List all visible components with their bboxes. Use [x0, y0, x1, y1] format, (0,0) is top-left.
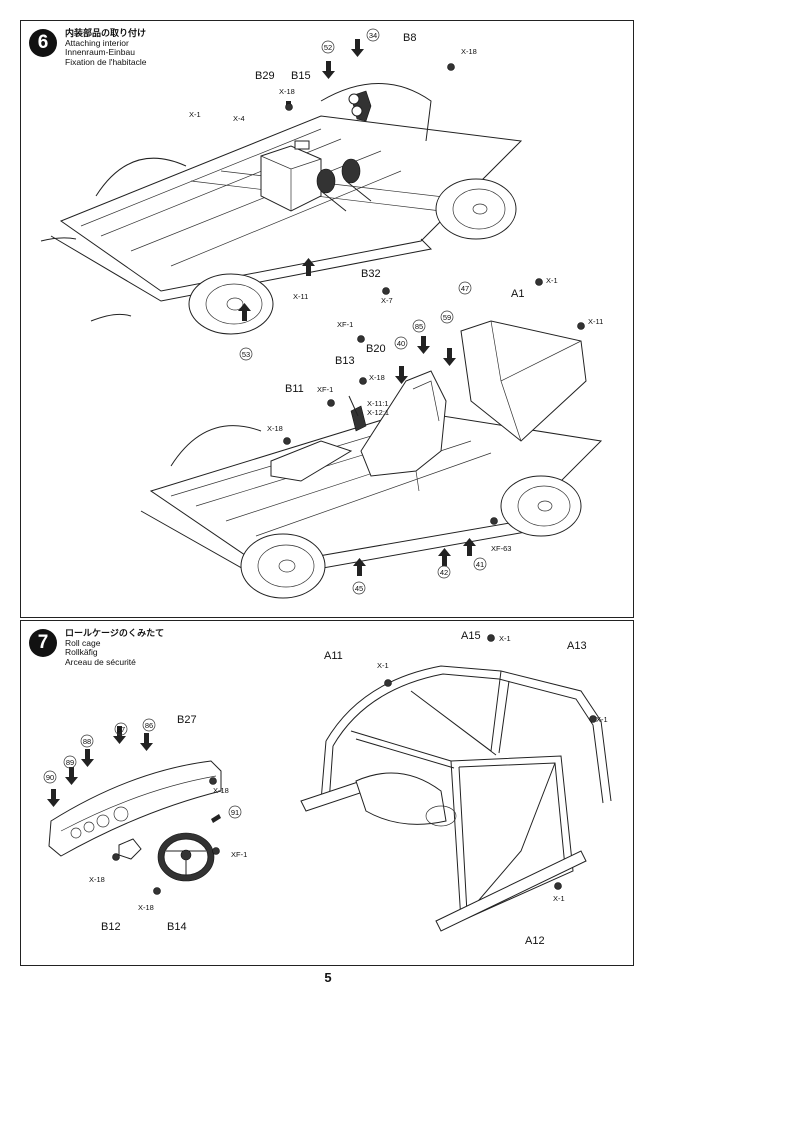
circled-59: 59	[443, 313, 451, 322]
label-B27: B27	[177, 714, 197, 726]
page-number: 5	[324, 970, 332, 985]
label-A12: A12	[525, 935, 545, 947]
label-X-18-upper: X-18	[279, 87, 295, 96]
step-6-diagram: B29 B15 B8 B32 A1 X-1 X-4 X-18 X-18 X-11…	[40, 28, 603, 599]
label-XF-1: XF-1	[231, 850, 247, 859]
lower-arrows	[283, 335, 498, 576]
label-X-11-1: X-11:1	[367, 399, 389, 408]
step-7-diagram: A11 A15 A13 A12 B27 B12 B14 X-1 X-1 X-1 …	[43, 630, 612, 947]
label-B11: B11	[285, 383, 304, 395]
circled-45: 45	[355, 584, 363, 593]
step-6-title-de: Innenraum-Einbau	[65, 47, 135, 57]
label-X-1-a1: X-1	[546, 276, 558, 285]
label-A13: A13	[567, 640, 587, 652]
label-B12: B12	[101, 921, 121, 933]
label-X-1-a11: X-1	[377, 661, 389, 670]
label-B13: B13	[335, 355, 355, 367]
label-X-18-b11: X-18	[267, 424, 283, 433]
roll-cage-drawing	[300, 665, 612, 932]
circled-91: 91	[231, 808, 239, 817]
step-7-title-de: Rollkäfig	[65, 647, 98, 657]
lower-chassis-drawing	[140, 320, 603, 599]
upper-arrows	[238, 39, 585, 330]
label-X-18-b14: X-18	[138, 903, 154, 912]
circled-42: 42	[440, 568, 448, 577]
step-6-title-jp: 内装部品の取り付け	[65, 28, 147, 38]
circled-89: 89	[66, 758, 74, 767]
step-7-circled-numbers: 87 86 88 89 90 91	[43, 718, 242, 819]
circled-87: 87	[117, 725, 125, 734]
circled-85: 85	[415, 322, 423, 331]
label-A1: A1	[511, 288, 524, 300]
label-X-12-1: X-12:1	[367, 408, 389, 417]
step-7-title-en: Roll cage	[65, 637, 101, 648]
step-6-title-en: Attaching interior	[65, 37, 129, 48]
upper-chassis-drawing	[40, 83, 523, 335]
label-B29: B29	[255, 70, 275, 82]
dashboard-drawing	[48, 760, 222, 882]
label-B14: B14	[167, 921, 187, 933]
step-7-titles: ロールケージのくみたて Roll cage Rollkäfig Arceau d…	[65, 628, 165, 667]
circled-86: 86	[145, 721, 153, 730]
label-X-1-upper: X-1	[189, 110, 201, 119]
circled-40: 40	[397, 339, 405, 348]
label-X-4: X-4	[233, 114, 245, 123]
label-X-11-a1: X-11	[588, 317, 603, 326]
circled-52: 52	[324, 43, 332, 52]
label-B15: B15	[291, 70, 311, 82]
label-B8: B8	[403, 32, 416, 44]
step-7-arrows	[47, 634, 597, 895]
circled-47: 47	[461, 284, 469, 293]
label-XF-63: XF-63	[491, 544, 511, 553]
label-X-18-b12: X-18	[89, 875, 105, 884]
label-B32: B32	[361, 268, 381, 280]
circled-88: 88	[83, 737, 91, 746]
label-XF-1-b11: XF-1	[317, 385, 333, 394]
circled-53: 53	[242, 350, 250, 359]
label-X-1-a15: X-1	[499, 634, 511, 643]
label-X-1-a13: X-1	[596, 715, 608, 724]
step-6-badge: 6	[29, 29, 57, 57]
label-A15: A15	[461, 630, 481, 642]
step-7-badge: 7	[29, 629, 57, 657]
circled-41: 41	[476, 560, 484, 569]
label-X-7: X-7	[381, 296, 393, 305]
label-X-1-a12: X-1	[553, 894, 565, 903]
step-6-title-fr: Fixation de l'habitacle	[65, 56, 147, 67]
upper-circled-numbers: 52 34 53 47	[239, 28, 472, 361]
label-X-18-seat: X-18	[369, 373, 385, 382]
step-6-titles: 内装部品の取り付け Attaching interior Innenraum-E…	[65, 28, 147, 67]
label-XF-1-top: XF-1	[337, 320, 353, 329]
lower-circled-numbers: 85 59 40 45 42 41	[352, 310, 487, 595]
label-X-18-top: X-18	[461, 47, 477, 56]
label-X-11-upper: X-11	[293, 292, 308, 301]
label-B20: B20	[366, 343, 386, 355]
step-7-title-fr: Arceau de sécurité	[65, 656, 136, 667]
circled-90: 90	[46, 773, 54, 782]
step-6-panel: 6 内装部品の取り付け Attaching interior Innenraum…	[20, 20, 634, 618]
circled-34: 34	[369, 31, 377, 40]
step-7-panel: 7 ロールケージのくみたて Roll cage Rollkäfig Arceau…	[20, 620, 634, 966]
step-7-title-jp: ロールケージのくみたて	[65, 628, 165, 638]
label-A11: A11	[324, 650, 343, 662]
label-X-18-b27: X-18	[213, 786, 229, 795]
